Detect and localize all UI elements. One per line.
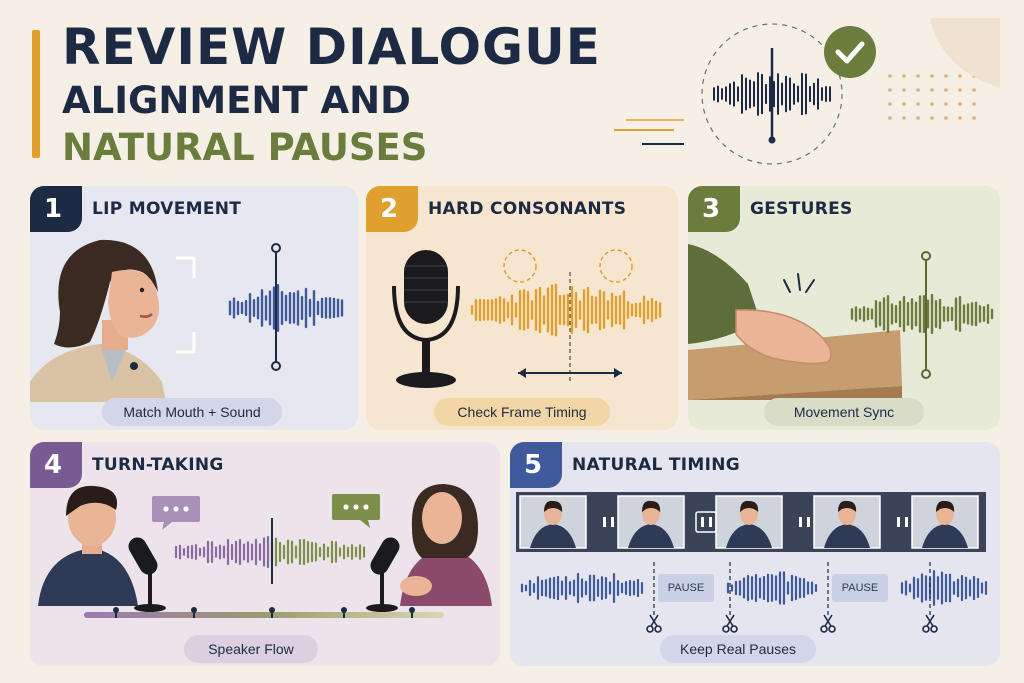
panel-title: GESTURES (750, 199, 853, 219)
title-accent-bar (32, 30, 40, 158)
scissors-icon (922, 614, 938, 633)
step-number-badge: 3 (688, 186, 740, 232)
scissors-icon (820, 614, 836, 633)
pause-label: PAUSE (832, 574, 888, 602)
consonant-waveform (470, 249, 662, 382)
video-frame-strip (516, 492, 986, 552)
panel-caption: Keep Real Pauses (660, 635, 816, 663)
step-number-badge: 1 (30, 186, 82, 232)
timing-waveform (520, 562, 988, 616)
pause-icon (897, 517, 908, 527)
speaker-flow-timeline (84, 607, 444, 618)
panel-hard-consonants: 2 HARD CONSONANTS Check Frame Timing (366, 186, 678, 430)
step-number-badge: 5 (510, 442, 562, 488)
panel-gestures: 3 GESTURES Movement Sync (688, 186, 1000, 430)
panel-title: TURN-TAKING (92, 455, 224, 475)
speech-waveform (228, 243, 344, 371)
gesture-waveform (850, 251, 994, 379)
panel-natural-timing: 5 NATURAL TIMING PAUSE PAUSE Keep Real P… (510, 442, 1000, 666)
speech-bubble-icon (152, 496, 200, 530)
speech-bubble-icon (332, 494, 380, 528)
title-line-1: REVIEW DIALOGUE (62, 18, 601, 76)
microphone-icon (392, 250, 460, 388)
panel-title: NATURAL TIMING (572, 455, 741, 475)
panel-title: LIP MOVEMENT (92, 199, 242, 219)
title-line-2: ALIGNMENT AND (62, 79, 411, 122)
panel-caption: Check Frame Timing (434, 398, 610, 426)
panel-turn-taking: 4 TURN-TAKING (30, 442, 500, 666)
two-speakers-illustration (38, 484, 492, 612)
woman-speaking-illustration (30, 239, 166, 402)
pause-label: PAUSE (658, 574, 714, 602)
mouth-focus-bracket (176, 256, 196, 354)
panel-caption: Speaker Flow (184, 635, 318, 663)
page-title: REVIEW DIALOGUE ALIGNMENT AND NATURAL PA… (62, 22, 601, 166)
scissors-icon (722, 614, 738, 633)
panel-title: HARD CONSONANTS (428, 199, 627, 219)
panel-caption: Match Mouth + Sound (102, 398, 282, 426)
pause-icon (603, 517, 614, 527)
step-number-badge: 4 (30, 442, 82, 488)
panel-lip-movement: 1 LIP MOVEMENT Match Mouth + Sound (30, 186, 358, 430)
scissors-icon (646, 614, 662, 633)
pause-icon (799, 517, 810, 527)
check-icon (824, 26, 876, 78)
turn-taking-waveform (174, 518, 366, 584)
title-line-3: NATURAL PAUSES (62, 126, 428, 169)
hand-on-table-illustration (688, 244, 902, 400)
panel-caption: Movement Sync (764, 398, 924, 426)
hero-waveform-illustration (614, 18, 1000, 165)
step-number-badge: 2 (366, 186, 418, 232)
